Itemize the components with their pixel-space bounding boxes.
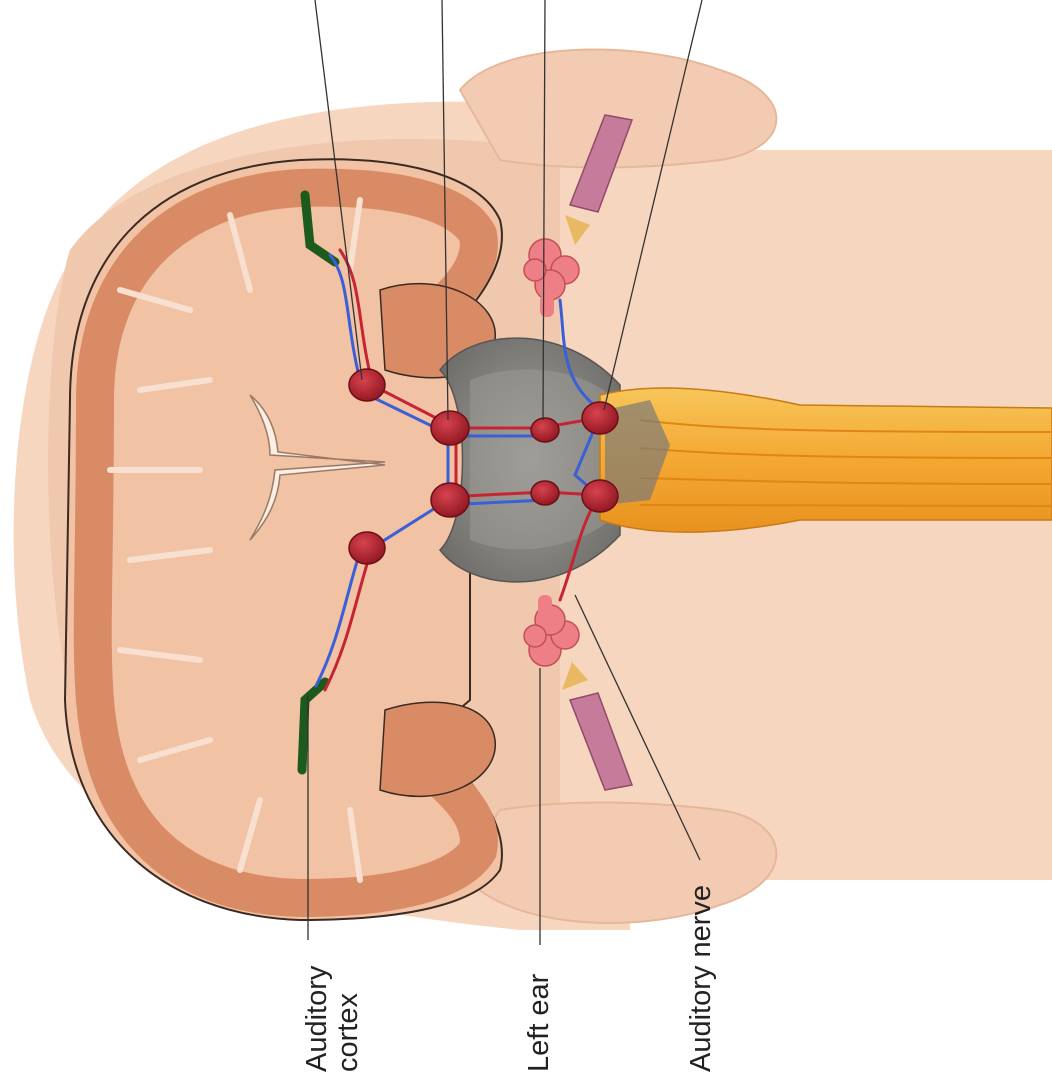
label-auditory-cortex-line1: Auditory: [302, 966, 333, 1072]
label-left-ear: Left ear: [524, 974, 555, 1072]
brainstem-shade: [470, 369, 610, 549]
inferior-colliculus-lower: [431, 483, 469, 517]
cochlear-nucleus-lower: [582, 480, 618, 512]
lower-ear-flap: [460, 803, 776, 923]
superior-olive-lower: [531, 481, 559, 505]
medial-geniculate-lower: [349, 532, 385, 564]
spinal-cord: [600, 388, 1052, 532]
label-auditory-cortex-line2: cortex: [333, 966, 364, 1072]
vestibular-lower: [538, 595, 552, 617]
inferior-colliculus-upper: [431, 411, 469, 445]
label-auditory-nerve: Auditory nerve: [686, 885, 717, 1072]
medial-geniculate-upper: [349, 369, 385, 401]
vestibular-upper: [540, 295, 554, 317]
brain-section: [65, 159, 502, 920]
label-auditory-cortex: Auditory cortex: [302, 966, 365, 1072]
superior-olive-upper: [531, 418, 559, 442]
cochlear-nucleus-upper: [582, 402, 618, 434]
